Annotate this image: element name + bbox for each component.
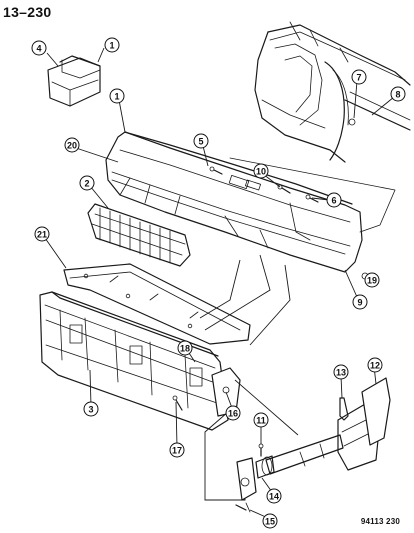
- callout-circle: [169, 442, 185, 458]
- callout-c12: 12: [367, 357, 383, 373]
- callout-label: 2: [84, 179, 89, 189]
- callout-c19: 19: [364, 272, 380, 288]
- callout-label: 4: [36, 44, 41, 54]
- callout-label: 6: [331, 196, 336, 206]
- front-bumper-fascia: [105, 131, 363, 273]
- callout-label: 11: [256, 416, 266, 426]
- callout-circle: [253, 412, 269, 428]
- callout-label: 16: [228, 409, 238, 419]
- callout-label: 20: [67, 141, 77, 151]
- grille-part-2: [87, 203, 191, 267]
- callout-circle: [193, 133, 209, 149]
- callout-c18: 18: [177, 340, 193, 356]
- callout-circle: [253, 163, 269, 179]
- figure-code: 94113 230: [360, 517, 400, 526]
- callout-circle: [390, 86, 406, 102]
- callout-circle: [104, 37, 120, 53]
- callout-circle: [79, 175, 95, 191]
- callout-c21: 21: [34, 226, 50, 242]
- callout-leaders: [44, 47, 395, 519]
- callout-label: 8: [395, 90, 400, 100]
- callout-c17: 17: [169, 442, 185, 458]
- callout-c13: 13: [333, 364, 349, 380]
- callout-c3: 3: [83, 401, 99, 417]
- bumper-outline-guide: [229, 157, 396, 233]
- callout-label: 18: [180, 344, 190, 354]
- callout-label: 21: [37, 230, 47, 240]
- callout-circle: [326, 192, 342, 208]
- callout-c14: 14: [266, 488, 282, 504]
- callout-c1b: 1: [109, 88, 125, 104]
- callout-c2: 2: [79, 175, 95, 191]
- callout-circle: [266, 488, 282, 504]
- callout-c11: 11: [253, 412, 269, 428]
- fasteners: [172, 166, 369, 511]
- callout-c1a: 1: [104, 37, 120, 53]
- callout-label: 13: [336, 368, 346, 378]
- callout-circle: [333, 364, 349, 380]
- callout-c20: 20: [64, 137, 80, 153]
- callout-label: 3: [88, 405, 93, 415]
- air-deflector-part-21: [63, 263, 251, 345]
- callout-c10: 10: [253, 163, 269, 179]
- callout-label: 17: [172, 446, 182, 456]
- callout-circle: [64, 137, 80, 153]
- callout-c15: 15: [262, 513, 278, 529]
- callout-c4: 4: [31, 40, 47, 56]
- callout-circle: [367, 357, 383, 373]
- page-title: 13–230: [3, 4, 52, 20]
- callout-label: 1: [114, 92, 119, 102]
- callout-label: 9: [357, 298, 362, 308]
- callout-circle: [225, 405, 241, 421]
- callout-label: 1: [109, 41, 114, 51]
- callout-circle: [352, 294, 368, 310]
- callout-circle: [262, 513, 278, 529]
- callout-label: 7: [356, 73, 361, 83]
- callout-label: 12: [370, 361, 380, 371]
- callout-circle: [364, 272, 380, 288]
- callout-circle: [109, 88, 125, 104]
- callout-c6: 6: [326, 192, 342, 208]
- callout-c9: 9: [352, 294, 368, 310]
- callout-circle: [31, 40, 47, 56]
- callout-c16: 16: [225, 405, 241, 421]
- callout-c5: 5: [193, 133, 209, 149]
- callout-circle: [177, 340, 193, 356]
- callout-label: 5: [198, 137, 203, 147]
- vehicle-body-corner: [254, 21, 411, 163]
- callout-label: 15: [265, 517, 275, 527]
- bumper-reinforcement-part-3: [39, 291, 229, 431]
- callout-label: 10: [256, 167, 266, 177]
- callout-circle: [34, 226, 50, 242]
- callout-c7: 7: [351, 69, 367, 85]
- callout-label: 14: [269, 492, 279, 502]
- callout-circle: [83, 401, 99, 417]
- callout-c8: 8: [390, 86, 406, 102]
- callout-label: 19: [367, 276, 377, 286]
- bumper-mount-assembly: [236, 377, 391, 513]
- callout-circle: [351, 69, 367, 85]
- bumper-bracket-part-4: [47, 55, 101, 107]
